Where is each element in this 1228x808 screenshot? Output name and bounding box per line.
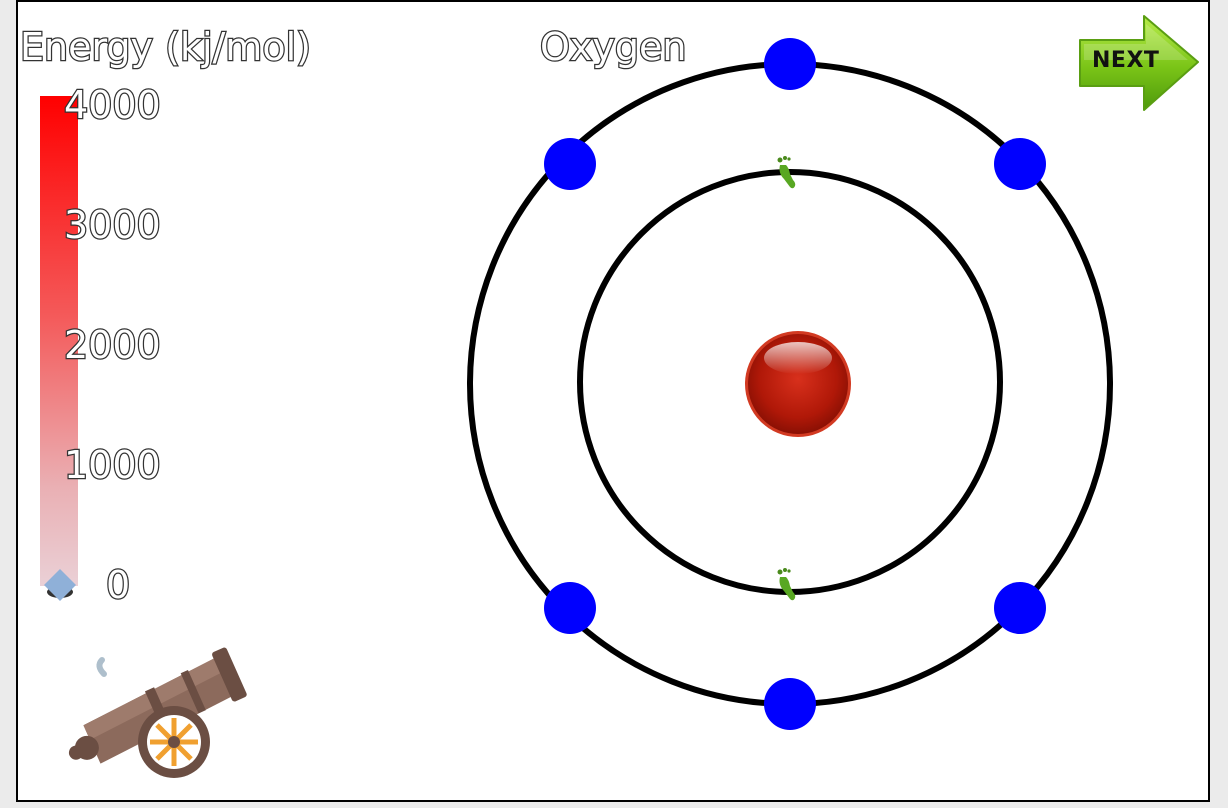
energy-tick-2000: 2000 — [63, 323, 162, 367]
electron[interactable] — [764, 678, 816, 730]
energy-tick-4000: 4000 — [63, 83, 162, 127]
electron[interactable] — [764, 38, 816, 90]
next-button[interactable]: NEXT — [1076, 14, 1202, 114]
energy-tick-1000: 1000 — [63, 443, 162, 487]
energy-tick-3000: 3000 — [63, 203, 162, 247]
energy-gauge — [40, 96, 78, 586]
footprint-icon — [777, 568, 796, 601]
next-button-label: NEXT — [1092, 48, 1160, 73]
electron[interactable] — [544, 582, 596, 634]
energy-slider-handle[interactable] — [43, 568, 77, 602]
energy-axis-label: Energy (kj/mol) — [19, 25, 312, 69]
energy-tick-0: 0 — [105, 563, 132, 607]
cannon-icon[interactable] — [62, 622, 262, 792]
nucleus[interactable] — [745, 331, 851, 437]
atom-diagram — [467, 38, 1113, 730]
electron[interactable] — [994, 582, 1046, 634]
footprint-icon — [777, 156, 796, 189]
electron[interactable] — [994, 138, 1046, 190]
next-arrow-icon — [1079, 15, 1199, 111]
electron[interactable] — [544, 138, 596, 190]
game-canvas: Energy (kj/mol) Oxygen 4000 3000 2000 10… — [16, 0, 1210, 802]
element-name: Oxygen — [539, 25, 688, 69]
